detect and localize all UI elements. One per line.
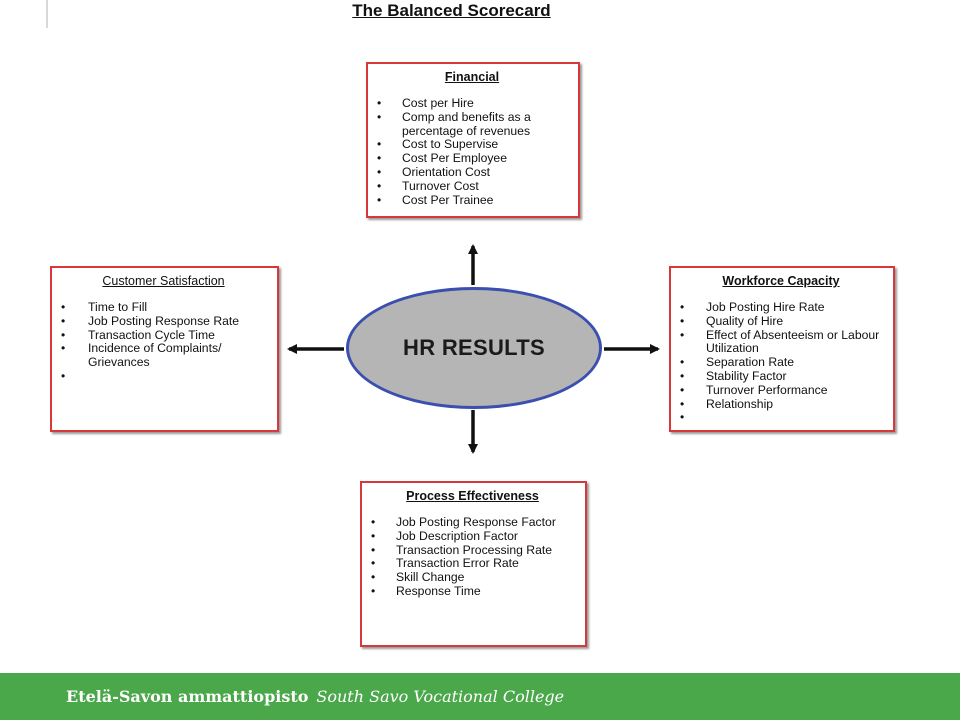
list-item: Job Posting Response Rate [58, 314, 269, 329]
list-item: Quality of Hire [677, 314, 885, 329]
list-item: Separation Rate [677, 355, 885, 370]
process-effectiveness-box-title: Process Effectiveness [406, 489, 539, 503]
list-item: Transaction Error Rate [368, 557, 577, 571]
list-item: Response Time [368, 584, 577, 599]
list-item: Cost Per Employee [374, 151, 570, 166]
financial-box-title: Financial [444, 70, 500, 84]
list-item: Job Description Factor [368, 529, 577, 544]
list-item: Job Posting Hire Rate [677, 300, 885, 315]
list-item: Orientation Cost [374, 165, 570, 180]
list-item: Effect of Absenteeism or Labour Utilizat… [677, 328, 885, 357]
hr-results-label: HR RESULTS [403, 335, 545, 360]
workforce-capacity-box-title: Workforce Capacity [722, 274, 840, 288]
footer-finnish-name: Etelä-Savon ammattiopisto [66, 687, 309, 706]
list-item: Comp and benefits as a percentage of rev… [374, 110, 570, 139]
footer-english-name: South Savo Vocational College [316, 687, 565, 706]
list-item: Cost Per Trainee [374, 193, 570, 208]
list-item: Relationship [677, 397, 885, 412]
process-effectiveness-box: Process Effectiveness Job Posting Respon… [360, 481, 587, 647]
workforce-capacity-list: Job Posting Hire RateQuality of HireEffe… [677, 300, 885, 425]
list-item: Skill Change [368, 570, 577, 585]
slide-left-rule [46, 0, 48, 28]
list-item [677, 411, 885, 425]
list-item: Cost to Supervise [374, 138, 570, 152]
list-item: Turnover Cost [374, 179, 570, 194]
customer-satisfaction-box-title: Customer Satisfaction [102, 274, 225, 288]
list-item: Cost per Hire [374, 96, 570, 111]
hr-results-ellipse: HR RESULTS [346, 287, 602, 409]
list-item: Job Posting Response Factor [368, 515, 577, 530]
list-item: Stability Factor [677, 369, 885, 384]
list-item: Turnover Performance [677, 383, 885, 398]
customer-satisfaction-box: Customer Satisfaction Time to FillJob Po… [50, 266, 279, 432]
list-item [58, 370, 269, 384]
financial-box: Financial Cost per HireComp and benefits… [366, 62, 580, 218]
financial-list: Cost per HireComp and benefits as a perc… [374, 96, 570, 208]
customer-satisfaction-list: Time to FillJob Posting Response RateTra… [58, 300, 269, 384]
list-item: Transaction Cycle Time [58, 328, 269, 343]
footer-bar: Etelä-Savon ammattiopisto South Savo Voc… [0, 673, 960, 720]
list-item: Incidence of Complaints/ Grievances [58, 342, 269, 370]
diagram-title: The Balanced Scorecard [352, 1, 551, 20]
list-item: Transaction Processing Rate [368, 543, 577, 558]
workforce-capacity-box: Workforce Capacity Job Posting Hire Rate… [669, 266, 895, 432]
list-item: Time to Fill [58, 300, 269, 315]
process-effectiveness-list: Job Posting Response FactorJob Descripti… [368, 515, 577, 599]
